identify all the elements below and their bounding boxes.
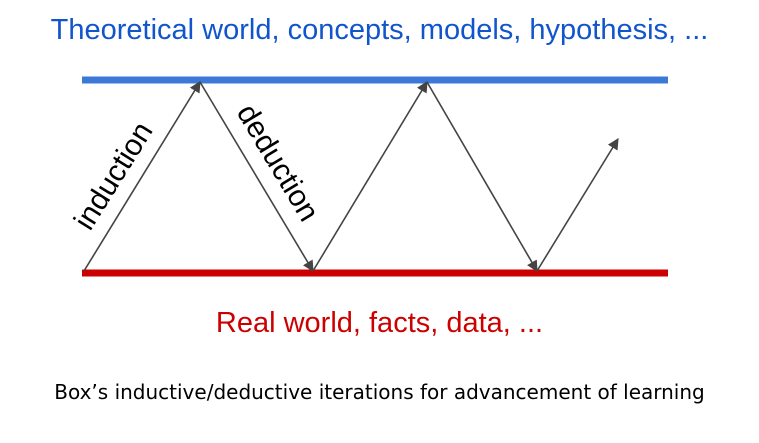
deduction-label: deduction	[230, 99, 325, 228]
induction-label: induction	[68, 116, 160, 235]
induction-arrow-1	[83, 81, 201, 272]
figure-caption: Box’s inductive/deductive iterations for…	[54, 380, 705, 404]
induction-arrow-2	[312, 81, 428, 272]
deduction-arrow-2	[426, 81, 538, 272]
induction-arrow-3	[536, 138, 619, 272]
deduction-arrow-1	[199, 81, 314, 272]
real-world-heading: Real world, facts, data, ...	[215, 307, 544, 339]
theoretical-world-heading: Theoretical world, concepts, models, hyp…	[50, 14, 709, 46]
